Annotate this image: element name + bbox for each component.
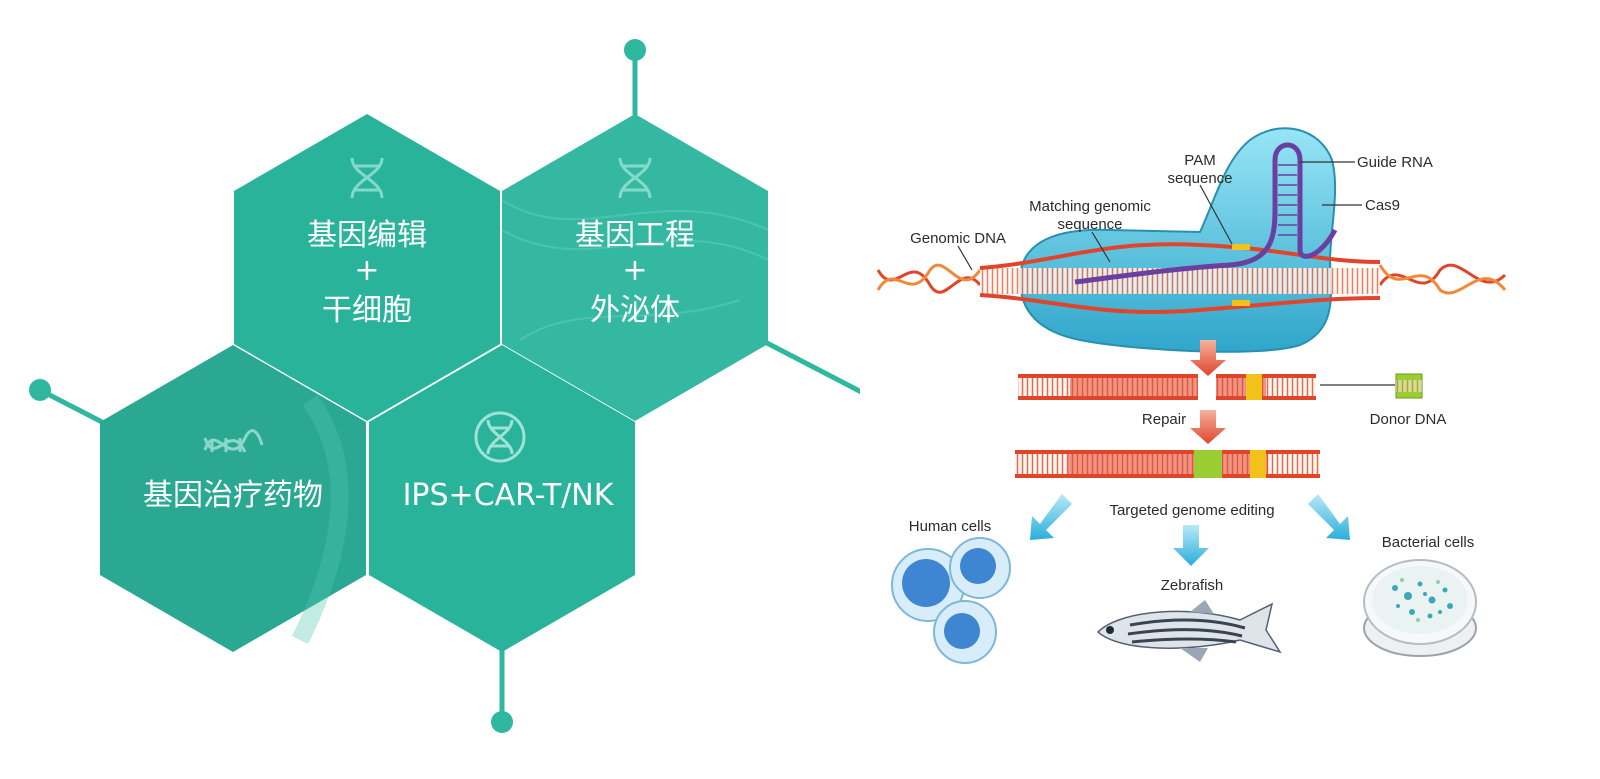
dna-circle-icon <box>474 411 526 463</box>
hex-label-line: 基因工程 <box>575 218 695 253</box>
zebrafish-illustration <box>1096 600 1282 662</box>
hex-label-line: + <box>354 253 379 288</box>
cas9-protein <box>1018 127 1337 353</box>
decor-dna-curve <box>291 394 349 645</box>
donor-dna <box>1395 373 1423 399</box>
label-human-cells: Human cells <box>909 518 992 535</box>
hex-label-line: 基因治疗药物 <box>143 478 323 513</box>
connector-dots <box>29 39 646 733</box>
crispr-cas9-diagram: PAM sequence Guide RNA Cas9 Matching gen… <box>876 127 1507 664</box>
label-pam: PAM <box>1184 152 1215 169</box>
label-cas9: Cas9 <box>1365 197 1400 214</box>
genomic-dna-helix <box>876 242 1507 314</box>
label-bacterial-cells: Bacterial cells <box>1382 534 1475 551</box>
hexagon-panel: 基因编辑 + 干细胞 基因工程 + 外泌体 <box>29 39 860 733</box>
repair-arrow <box>1190 410 1226 444</box>
guide-rna <box>1074 142 1338 285</box>
label-matching-2: sequence <box>1057 216 1122 233</box>
hexagon-gene-editing-stem-cells[interactable]: 基因编辑 + 干细胞 <box>234 114 500 421</box>
cut-arrow <box>1190 340 1226 376</box>
decor-strands <box>501 199 769 341</box>
label-donor-dna: Donor DNA <box>1370 411 1447 428</box>
human-cells-illustration <box>891 537 1011 664</box>
hexagon-gene-therapy-drugs[interactable]: 基因治疗药物 <box>100 345 366 652</box>
label-repair: Repair <box>1142 411 1186 428</box>
dna-strand-icon <box>618 157 652 199</box>
hex-label-line: IPS+CAR-T/NK <box>403 478 615 513</box>
cut-dna-strand <box>1018 374 1316 400</box>
label-zebrafish: Zebrafish <box>1161 577 1224 594</box>
hex-label-line: + <box>622 253 647 288</box>
dna-helix-icon <box>203 429 264 453</box>
label-targeted-genome-editing: Targeted genome editing <box>1109 502 1274 519</box>
hexagon-ips-car-t-nk[interactable]: IPS+CAR-T/NK <box>369 345 635 652</box>
petri-dish-illustration <box>1363 559 1477 657</box>
hex-label-line: 干细胞 <box>322 293 412 328</box>
connector-lines <box>38 50 860 722</box>
hex-label-line: 基因编辑 <box>307 218 427 253</box>
label-pam-sequence: sequence <box>1167 170 1232 187</box>
label-leader-lines <box>957 161 1395 386</box>
application-arrows <box>1030 494 1350 566</box>
hex-label-line: 外泌体 <box>590 293 680 328</box>
dna-strand-icon <box>350 157 384 199</box>
label-guide-rna: Guide RNA <box>1357 154 1433 171</box>
label-matching-1: Matching genomic <box>1029 198 1151 215</box>
hexagon-gene-engineering-exosomes[interactable]: 基因工程 + 外泌体 <box>501 114 769 421</box>
label-genomic-dna: Genomic DNA <box>910 230 1006 247</box>
repaired-dna-strand <box>1015 450 1320 478</box>
